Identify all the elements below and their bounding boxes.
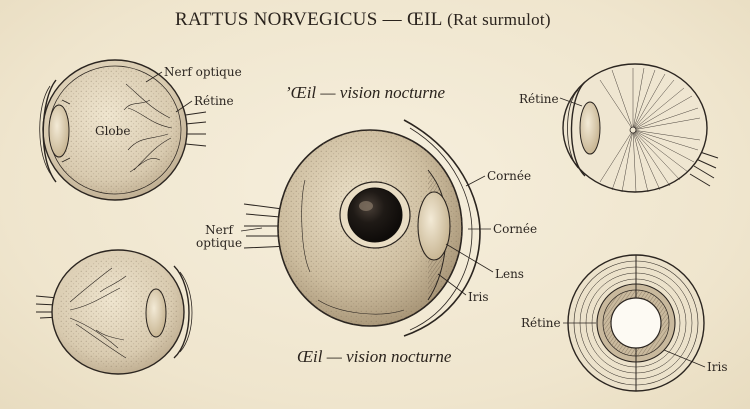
label-nerf-optique-top-left: Nerf optique [164,65,242,79]
plate-title-main: RATTUS NORVEGICUS — ŒIL [175,9,442,30]
eye-diagram-center [243,119,481,337]
eye-diagram-top-left [39,59,207,201]
caption-bottom: Œil — vision nocturne [297,347,452,366]
label-nerf-center-line1: Nerf [205,223,233,237]
label-iris-bottom-right: Iris [707,360,728,374]
label-iris-center: Iris [468,290,489,304]
caption-top: ’Œil — vision nocturne [285,83,446,102]
plate-title: RATTUS NORVEGICUS — ŒIL (Rat surmulot) [175,10,551,29]
label-retine-bottom-right: Rétine [521,316,561,330]
label-leader-lines [145,71,706,368]
label-cornee-upper: Cornée [487,169,532,183]
plate-title-sub: (Rat surmulot) [447,10,551,29]
label-globe: Globe [95,124,131,138]
label-retine-top-right: Rétine [519,92,559,106]
retina-radial-lines [599,67,701,193]
label-nerf-optique-center: Nerf optique [196,224,242,250]
eye-diagram-bottom-right [567,254,705,392]
label-cornee-lower: Cornée [493,222,538,236]
eye-diagram-bottom-left [35,249,193,375]
label-retine-top-left: Rétine [194,94,234,108]
label-lens: Lens [495,267,524,281]
label-nerf-center-line2: optique [196,236,243,250]
eye-diagram-top-right [562,63,719,193]
